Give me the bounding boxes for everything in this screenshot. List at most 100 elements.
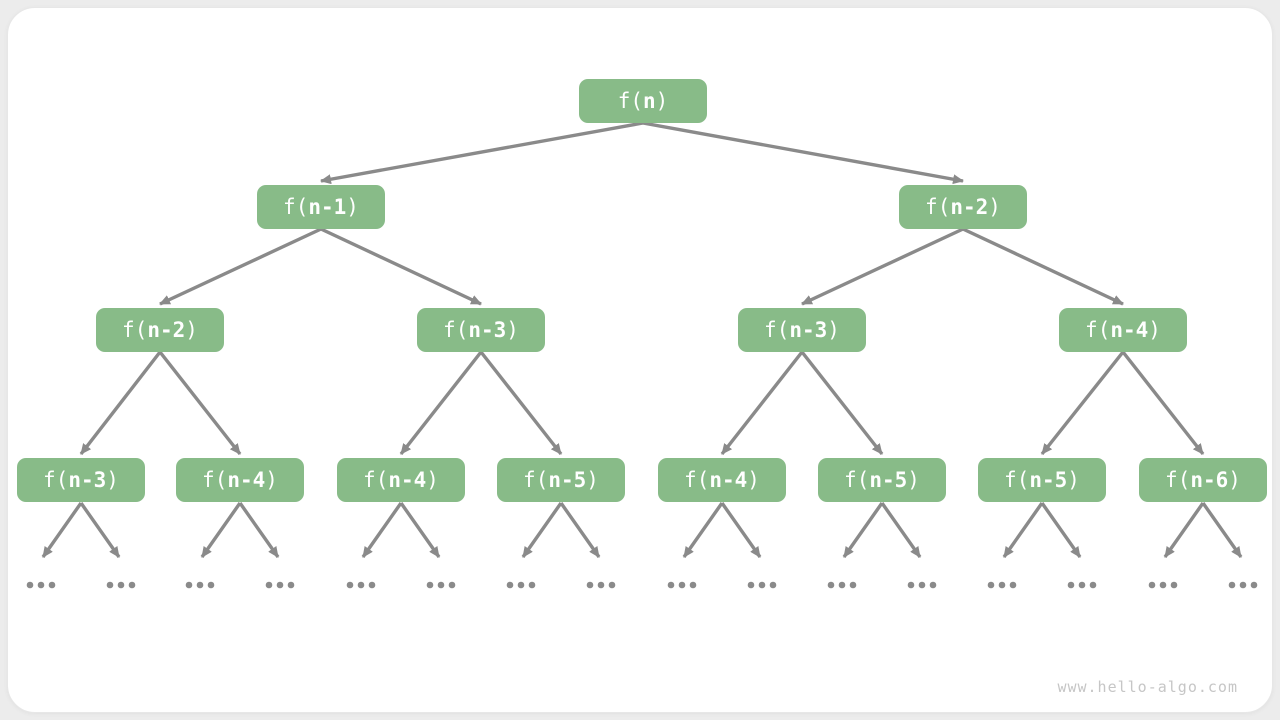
node-label: f( [122,317,148,342]
tree-edge [962,227,1124,306]
node-label: n-2 [147,317,186,342]
tree-edge [842,502,884,558]
tree-node-n10: f(n-5) [497,458,625,502]
tree-edge [559,502,601,558]
node-label: n-4 [388,467,427,492]
node-label: f( [43,467,69,492]
ellipsis [987,581,1017,589]
node-label: ) [106,467,119,492]
tree-edge [200,502,242,558]
node-label: ) [506,317,519,342]
node-label: ) [426,467,439,492]
ellipsis [667,581,697,589]
ellipsis [1067,581,1097,589]
node-label: f( [202,467,228,492]
tree-edge [1121,350,1205,456]
tree-edge [720,350,804,456]
tree-edge [79,502,121,558]
node-label: f( [925,194,951,219]
ellipsis [346,581,376,589]
node-label: ) [827,317,840,342]
watermark: www.hello-algo.com [1057,678,1238,696]
node-label: n [642,88,656,113]
node-label: f( [617,88,643,113]
tree-edge [479,350,563,456]
tree-edge [1163,502,1205,558]
node-label: n-6 [1190,467,1229,492]
tree-node-n11: f(n-4) [658,458,786,502]
tree-edge [79,350,162,456]
ellipsis [185,581,215,589]
tree-node-n4: f(n-3) [417,308,545,352]
tree-edge [521,502,563,558]
node-label: n-4 [1110,317,1149,342]
tree-node-n9: f(n-4) [337,458,465,502]
node-label: n-4 [709,467,748,492]
tree-edge [238,502,280,558]
tree-node-n2: f(n-2) [899,185,1027,229]
tree-edge [800,350,884,456]
tree-edge [158,350,242,456]
tree-edge [880,502,922,558]
tree-node-n6: f(n-4) [1059,308,1187,352]
node-label: n-2 [950,194,989,219]
node-label: n-5 [869,467,908,492]
node-label: n-3 [68,467,107,492]
node-label: ) [907,467,920,492]
tree-node-n8: f(n-4) [176,458,304,502]
ellipsis [1228,581,1258,589]
node-label: f( [1085,317,1111,342]
ellipsis [265,581,295,589]
ellipsis [506,581,536,589]
ellipsis [827,581,857,589]
tree-node-n7: f(n-3) [17,458,145,502]
tree-edge [320,227,482,306]
ellipsis [106,581,136,589]
ellipsis [586,581,616,589]
tree-edge [1040,502,1082,558]
node-label: ) [265,467,278,492]
tree-edge [682,502,724,558]
tree-edge [320,121,644,185]
node-label: f( [363,467,389,492]
node-label: ) [346,194,359,219]
node-label: ) [747,467,760,492]
tree-edge [720,502,762,558]
node-label: ) [1228,467,1241,492]
node-label: n-3 [789,317,828,342]
ellipsis [1148,581,1178,589]
tree-edge [399,502,441,558]
node-label: f( [523,467,549,492]
tree-edge [1040,350,1125,456]
tree-node-n12: f(n-5) [818,458,946,502]
node-label: n-5 [548,467,587,492]
node-label: f( [443,317,469,342]
node-label: n-3 [468,317,507,342]
tree-node-n3: f(n-2) [96,308,224,352]
tree-edge [1002,502,1044,558]
ellipsis [747,581,777,589]
tree-node-n0: f(n) [579,79,707,123]
tree-edge [1201,502,1243,558]
node-label: ) [586,467,599,492]
tree-node-n1: f(n-1) [257,185,385,229]
tree-edge [642,121,964,185]
node-label: n-4 [227,467,266,492]
ellipsis [426,581,456,589]
ellipsis [907,581,937,589]
tree-node-n13: f(n-5) [978,458,1106,502]
node-label: ) [1148,317,1161,342]
tree-edge [159,227,322,306]
node-label: ) [655,88,669,113]
tree-edge [399,350,483,456]
tree-edge [41,502,83,558]
node-label: f( [684,467,710,492]
node-label: f( [1165,467,1191,492]
node-label: f( [764,317,790,342]
node-label: n-1 [308,194,347,219]
tree-node-n5: f(n-3) [738,308,866,352]
ellipsis [26,581,56,589]
tree-edge [361,502,403,558]
